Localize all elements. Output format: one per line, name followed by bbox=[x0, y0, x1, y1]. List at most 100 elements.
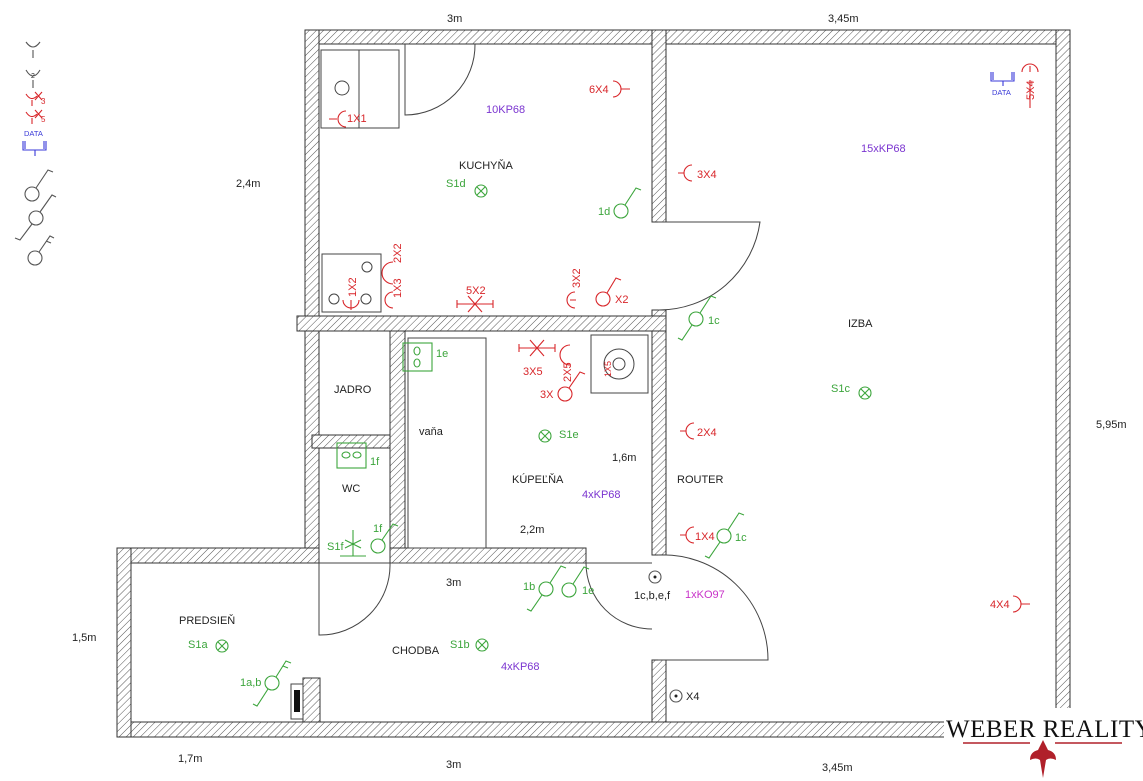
walls bbox=[116, 29, 1071, 738]
drawing-mark bbox=[402, 342, 433, 372]
drawing-mark bbox=[328, 293, 340, 305]
drawing-mark bbox=[538, 429, 552, 443]
drawing-mark bbox=[341, 451, 351, 459]
switch-two-way-icon bbox=[677, 295, 717, 341]
label: 1c bbox=[735, 532, 747, 544]
label: S1d bbox=[446, 178, 466, 190]
label: 1c,b,e,f bbox=[634, 590, 671, 602]
fixtures bbox=[290, 43, 769, 720]
drawing-mark bbox=[860, 388, 870, 398]
label: 4xKP68 bbox=[501, 661, 540, 673]
light-icon bbox=[538, 429, 552, 443]
room-router: ROUTER bbox=[677, 474, 724, 486]
label: 1X5 bbox=[603, 361, 613, 377]
drawing-mark bbox=[116, 547, 132, 738]
socket-icon bbox=[612, 80, 630, 98]
room-izba: IZBA bbox=[848, 318, 873, 330]
label: DATA bbox=[24, 129, 43, 138]
label: 2X5 bbox=[562, 362, 574, 382]
drawing-mark bbox=[651, 659, 667, 723]
label: 15xKP68 bbox=[861, 143, 906, 155]
room-chodba: CHODBA bbox=[392, 645, 440, 657]
label: 2,2m bbox=[520, 524, 544, 536]
label: 4X4 bbox=[990, 599, 1010, 611]
drawing-mark bbox=[116, 547, 320, 564]
drawing-mark bbox=[304, 29, 320, 549]
stove bbox=[321, 253, 382, 313]
bath-door bbox=[585, 562, 653, 630]
socket-icon bbox=[1021, 63, 1039, 108]
bathtub bbox=[407, 337, 487, 549]
drawing-mark bbox=[613, 203, 629, 219]
fan-icon bbox=[518, 339, 556, 357]
room-predsien: PREDSIEŇ bbox=[179, 614, 235, 627]
drawing-mark bbox=[381, 523, 399, 541]
drawing-mark bbox=[624, 187, 642, 206]
label: 2,4m bbox=[236, 178, 260, 190]
label: 5 bbox=[41, 115, 46, 124]
drawing-mark bbox=[648, 570, 662, 584]
drawing-mark bbox=[361, 261, 373, 273]
kitchen-door bbox=[404, 43, 476, 116]
drawing-mark bbox=[612, 357, 626, 371]
label: 1d bbox=[598, 206, 610, 218]
label: 1e bbox=[582, 585, 594, 597]
drawing-mark bbox=[538, 581, 554, 597]
label: 5,95m bbox=[1096, 419, 1127, 431]
socket-icon bbox=[25, 41, 41, 58]
label: 1f bbox=[373, 523, 383, 535]
drawing-mark bbox=[294, 690, 300, 712]
drawing-mark bbox=[336, 442, 367, 469]
label: 3m bbox=[446, 577, 461, 589]
label: S1f bbox=[327, 541, 344, 553]
socket-5-icon bbox=[25, 109, 43, 124]
bathtub-label: vaňa bbox=[419, 426, 444, 438]
drawing-mark bbox=[568, 371, 586, 389]
label: 3X4 bbox=[697, 169, 717, 181]
label: 3,45m bbox=[828, 13, 859, 25]
label: 1e bbox=[436, 348, 448, 360]
socket-icon bbox=[680, 526, 695, 544]
drawing-mark bbox=[217, 641, 227, 651]
sockets: 1X1 6X4 3X4 1X2 1X3 2X2 5X2 3X2 X2 3X5 2… bbox=[329, 63, 1039, 703]
light-icon bbox=[474, 184, 488, 198]
legend: 2 3 5 DATA bbox=[14, 41, 57, 266]
socket-icon bbox=[342, 299, 360, 310]
label: 2X2 bbox=[392, 243, 404, 263]
label: 1c bbox=[708, 315, 720, 327]
label: WEBER REALITY bbox=[946, 716, 1143, 743]
label: 1,7m bbox=[178, 753, 202, 765]
room-bath: KÚPEĽŇA bbox=[512, 473, 564, 486]
switch-icon bbox=[35, 169, 54, 189]
dimensions: 3m 3,45m 2,4m 5,95m 1,5m 1,7m 3m 3,45m 3… bbox=[72, 13, 1127, 774]
drawing-mark bbox=[603, 348, 635, 380]
label: 1a,b bbox=[240, 677, 261, 689]
switch-icon bbox=[613, 187, 642, 219]
socket-icon bbox=[1012, 595, 1030, 613]
drawing-mark bbox=[595, 291, 611, 307]
room-kitchen: KUCHYŇA bbox=[459, 159, 513, 172]
socket-icon bbox=[680, 422, 695, 440]
washer bbox=[590, 334, 649, 394]
socket-icon bbox=[678, 164, 693, 182]
socket-3-icon bbox=[25, 91, 43, 106]
label: S1a bbox=[188, 639, 208, 651]
drawing-mark bbox=[572, 566, 590, 585]
drawing-mark bbox=[557, 386, 573, 402]
label: 1,5m bbox=[72, 632, 96, 644]
label: 3X5 bbox=[523, 366, 543, 378]
label: 1,6m bbox=[612, 452, 636, 464]
switch-two-way-icon bbox=[561, 566, 590, 598]
drawing-mark bbox=[302, 677, 321, 723]
data-socket-icon bbox=[990, 72, 1015, 86]
room-labels: KUCHYŇA IZBA JADRO WC KÚPEĽŇA vaňa ROUTE… bbox=[179, 159, 873, 657]
switch-box-icon bbox=[336, 442, 367, 469]
drawing-mark bbox=[264, 675, 280, 691]
drawing-mark bbox=[674, 694, 678, 698]
label: 5X4 bbox=[1025, 80, 1037, 100]
socket-icon bbox=[566, 291, 576, 309]
entrance-door bbox=[657, 554, 769, 661]
switch-two-way-icon bbox=[526, 565, 567, 612]
izba-door bbox=[657, 221, 761, 311]
